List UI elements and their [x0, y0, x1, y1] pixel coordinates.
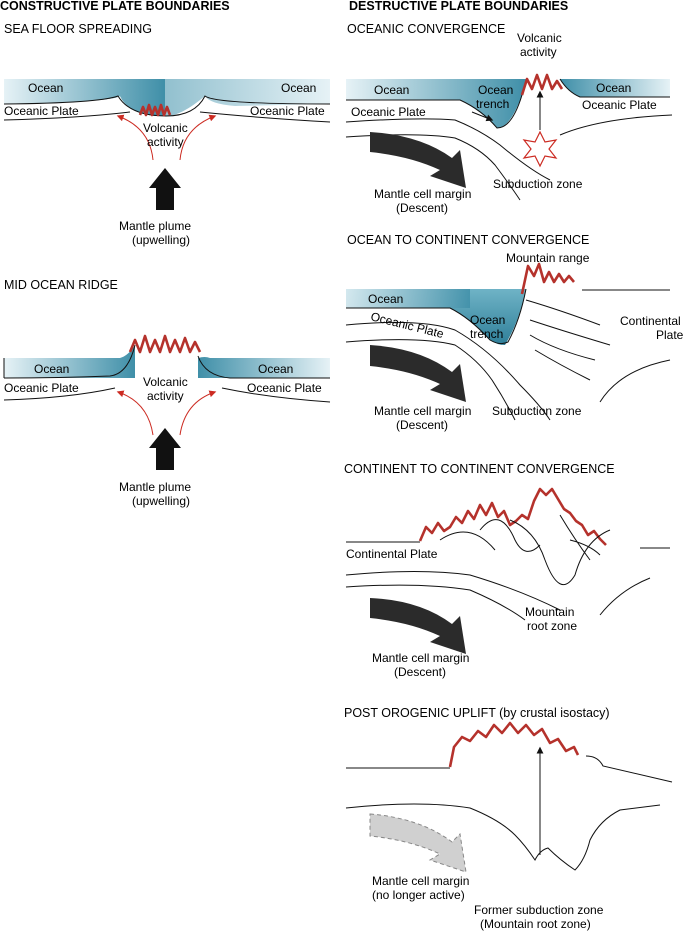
ridge-plume-arrow-icon: [149, 428, 181, 470]
oceanic-mantle-1: Mantle cell margin: [374, 187, 471, 201]
oceanic-mantle-2: (Descent): [396, 201, 448, 215]
po-mantle-2: (no longer active): [372, 888, 465, 902]
cc-root-2: root zone: [527, 619, 577, 633]
seafloor-plume-2: (upwelling): [132, 233, 190, 247]
oc-subduction-label: Subduction zone: [492, 404, 582, 418]
oc-continental-1: Continental: [620, 314, 681, 328]
po-mantle-1: Mantle cell margin: [372, 874, 469, 888]
ridge-ocean-left-label: Ocean: [34, 362, 69, 376]
ridge-volcanic-1: Volcanic: [143, 375, 188, 389]
oceanic-title: OCEANIC CONVERGENCE: [347, 22, 505, 36]
cc-plate-label: Continental Plate: [346, 547, 438, 561]
ridge-plate-left-label: Oceanic Plate: [4, 381, 79, 395]
oceanic-volcanic-2: activity: [520, 45, 557, 59]
oc-trench-2: trench: [470, 327, 503, 341]
seafloor-volcanic-1: Volcanic: [143, 121, 188, 135]
po-title: POST OROGENIC UPLIFT (by crustal isostac…: [344, 706, 610, 720]
oc-continental-2: Plate: [656, 328, 684, 342]
volcanic-burst-icon: [522, 130, 558, 168]
oceanic-trench-2: trench: [476, 97, 509, 111]
panel-continent-continent: CONTINENT TO CONTINENT CONVERGENCE Conti…: [344, 462, 670, 679]
seafloor-plate-left-label: Oceanic Plate: [4, 104, 79, 118]
oceanic-ocean-right-label: Ocean: [596, 81, 631, 95]
oceanic-mantle-arrow-icon: [370, 132, 466, 188]
cc-root-1: Mountain: [525, 605, 574, 619]
oceanic-ocean-left-label: Ocean: [374, 83, 409, 97]
panel-mid-ocean-ridge: MID OCEAN RIDGE Ocean Ocean Oceanic Plat…: [3, 278, 331, 508]
cc-mantle-1: Mantle cell margin: [372, 651, 469, 665]
ridge-volcanic-2: activity: [147, 389, 184, 403]
oc-ocean-label: Ocean: [368, 292, 403, 306]
seafloor-plate-right-label: Oceanic Plate: [250, 104, 325, 118]
seafloor-plume-1: Mantle plume: [119, 219, 191, 233]
oc-plate-label: Oceanic Plate: [369, 309, 445, 341]
ocean-continent-title: OCEAN TO CONTINENT CONVERGENCE: [347, 233, 589, 247]
panel-oceanic-convergence: OCEANIC CONVERGENCE Volcanic activity Oc…: [345, 22, 673, 215]
constructive-heading: CONSTRUCTIVE PLATE BOUNDARIES: [0, 0, 230, 13]
cc-mantle-arrow-icon: [370, 598, 466, 654]
oc-trench-1: Ocean: [470, 313, 505, 327]
oceanic-volcanic-1: Volcanic: [517, 31, 562, 45]
panel-ocean-continent: OCEAN TO CONTINENT CONVERGENCE Mountain …: [345, 233, 684, 432]
oceanic-plate-right-label: Oceanic Plate: [582, 98, 657, 112]
oceanic-trench-1: Ocean: [478, 83, 513, 97]
ridge-plume-1: Mantle plume: [119, 480, 191, 494]
plume-arrow-icon: [149, 168, 181, 210]
ridge-plume-2: (upwelling): [132, 494, 190, 508]
seafloor-volcanic-2: activity: [147, 135, 184, 149]
oc-mountain-label: Mountain range: [506, 251, 590, 265]
oc-mantle-2: (Descent): [396, 418, 448, 432]
panel-post-orogenic: POST OROGENIC UPLIFT (by crustal isostac…: [344, 706, 673, 931]
panel-seafloor-spreading: SEA FLOOR SPREADING Ocean Ocean Oceanic …: [3, 22, 331, 247]
seafloor-title: SEA FLOOR SPREADING: [4, 22, 152, 36]
ocean-continent-mantle-arrow-icon: [370, 345, 466, 402]
ridge-title: MID OCEAN RIDGE: [4, 278, 118, 292]
seafloor-ocean-left-label: Ocean: [28, 81, 63, 95]
ridge-plate-right-label: Oceanic Plate: [247, 381, 322, 395]
po-inactive-mantle-arrow-icon: [369, 813, 467, 873]
oceanic-plate-left-label: Oceanic Plate: [351, 105, 426, 119]
cc-title: CONTINENT TO CONTINENT CONVERGENCE: [344, 462, 615, 476]
ridge-ocean-right-label: Ocean: [258, 362, 293, 376]
oceanic-subduction-label: Subduction zone: [493, 177, 583, 191]
seafloor-ocean-left: [4, 79, 165, 117]
seafloor-ocean-right-label: Ocean: [281, 81, 316, 95]
po-former-1: Former subduction zone: [474, 903, 604, 917]
oc-mantle-1: Mantle cell margin: [374, 404, 471, 418]
po-former-2: (Mountain root zone): [480, 917, 591, 931]
cc-mantle-2: (Descent): [394, 665, 446, 679]
destructive-heading: DESTRUCTIVE PLATE BOUNDARIES: [349, 0, 568, 13]
